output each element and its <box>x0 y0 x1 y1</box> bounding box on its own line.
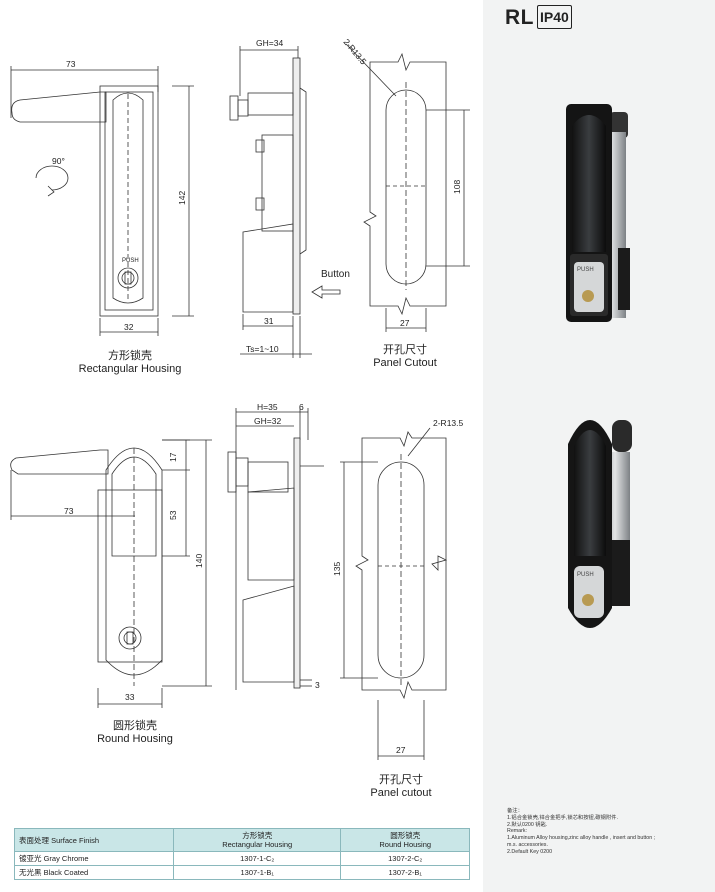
dim-142: 142 <box>177 191 187 205</box>
row-rect-code: 1307-1-C₂ <box>172 851 342 866</box>
dimension-labels: 73 90° 142 32 GH=34 PUSH Button 31 Ts=1~… <box>52 37 464 755</box>
row-rect-code: 1307-1-B₁ <box>172 865 342 880</box>
caption-cutout-top: 开孔尺寸 Panel Cutout <box>360 344 450 370</box>
notes-title: 备注： <box>507 808 523 814</box>
dim-angle: 90° <box>52 156 65 166</box>
caption-rect-housing: 方形锁壳 Rectangular Housing <box>70 350 190 376</box>
dim-ts: Ts=1~10 <box>246 344 279 354</box>
header-surface-finish: 表面处理 Surface Finish <box>14 828 174 852</box>
caption-cutout-bottom-en: Panel cutout <box>370 787 432 799</box>
notes-en-2: m.s. accessories. <box>507 841 548 848</box>
rect-housing-side <box>229 46 341 358</box>
round-housing-front <box>10 439 212 708</box>
dim-27-top: 27 <box>400 318 410 328</box>
caption-cutout-bottom: 开孔尺寸 Panel cutout <box>356 774 446 800</box>
dim-135: 135 <box>332 562 342 576</box>
table-row: 无光黑 Black Coated 1307-1-B₁ 1307-2-B₁ <box>14 865 470 880</box>
photo-rectangular-lock: PUSH <box>566 104 630 322</box>
photo-push-text: PUSH <box>577 267 594 273</box>
notes-remark-title: Remark: <box>507 828 528 835</box>
button-label: Button <box>321 269 350 280</box>
series-name: RL <box>505 6 534 29</box>
caption-cutout-top-cn: 开孔尺寸 <box>383 344 427 356</box>
caption-rect-en: Rectangular Housing <box>78 363 182 375</box>
push-text: PUSH <box>122 258 139 264</box>
notes-cn-2: 2.默认0200 钥匙. <box>507 821 548 828</box>
table-row: 镀亚光 Gray Chrome 1307-1-C₂ 1307-2-C₂ <box>14 851 470 866</box>
dim-6: 6 <box>299 402 304 412</box>
row-finish: 镀亚光 Gray Chrome <box>14 851 174 866</box>
dim-gh32: GH=32 <box>254 416 281 426</box>
round-housing-side <box>227 408 324 690</box>
dim-73: 73 <box>66 59 76 69</box>
ip-rating-badge: IP40 <box>537 5 572 29</box>
notes-block: 备注： 1.铝合金锁壳,锌合金把手,锁芯和按钮,碳钢附件. 2.默认0200 钥… <box>507 808 712 856</box>
rect-housing-front <box>10 66 194 336</box>
row-round-code: 1307-2-B₁ <box>340 865 470 880</box>
dim-108: 108 <box>452 180 462 194</box>
notes-cn-1: 1.铝合金锁壳,锌合金把手,锁芯和按钮,碳钢附件. <box>507 814 618 821</box>
caption-cutout-bottom-cn: 开孔尺寸 <box>379 774 423 786</box>
row-finish: 无光黑 Black Coated <box>14 865 174 880</box>
photo-push-text-2: PUSH <box>577 572 594 578</box>
dim-33: 33 <box>125 692 135 702</box>
notes-en-1: 1.Aluminum Alloy housing,zinc alloy hand… <box>507 835 656 842</box>
dim-3: 3 <box>315 680 320 690</box>
dim-gh34: GH=34 <box>256 38 283 48</box>
dim-140: 140 <box>194 554 204 568</box>
caption-rect-cn: 方形锁壳 <box>108 350 152 362</box>
dim-h35: H=35 <box>257 402 278 412</box>
photo-round-lock: PUSH <box>568 420 632 628</box>
top-panel-cutout <box>345 43 470 332</box>
caption-round-cn: 圆形锁壳 <box>113 720 157 732</box>
dim-27-bottom: 27 <box>396 745 406 755</box>
dim-radius-bottom: 2-R13.5 <box>433 418 464 428</box>
dim-53: 53 <box>168 510 178 520</box>
dim-17: 17 <box>168 452 178 462</box>
caption-round-housing: 圆形锁壳 Round Housing <box>80 720 190 746</box>
dim-radius-top: 2-R13.5 <box>341 37 368 67</box>
dim-31: 31 <box>264 316 274 326</box>
caption-cutout-top-en: Panel Cutout <box>373 357 437 369</box>
caption-round-en: Round Housing <box>97 733 173 745</box>
notes-en-3: 2.Default Key 0200 <box>507 848 553 855</box>
dim-32: 32 <box>124 322 134 332</box>
row-round-code: 1307-2-C₂ <box>340 851 470 866</box>
dim-73-b: 73 <box>64 506 74 516</box>
bottom-panel-cutout <box>340 427 448 760</box>
